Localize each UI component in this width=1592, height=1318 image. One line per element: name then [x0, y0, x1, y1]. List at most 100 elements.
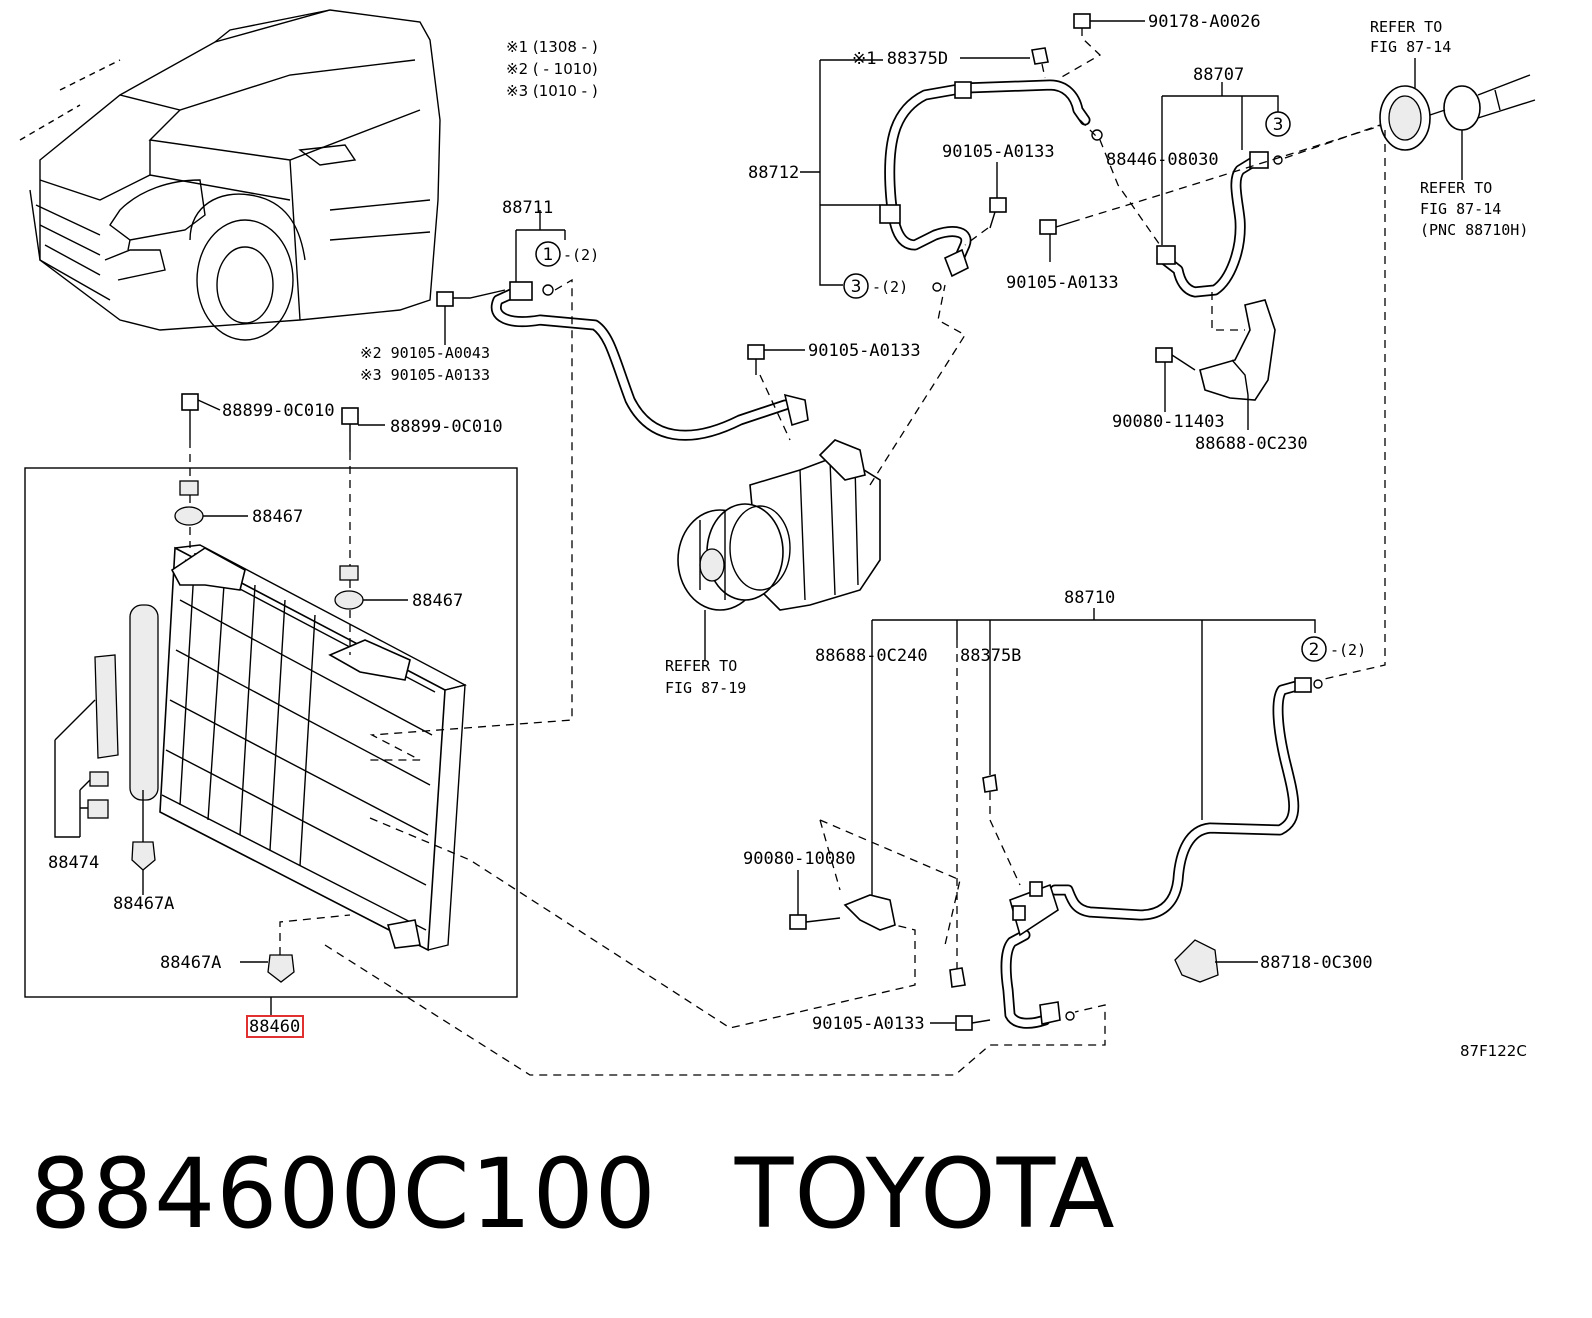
label-88707: 88707: [1193, 65, 1244, 85]
bolt-90080-11403[interactable]: [1155, 347, 1173, 363]
suction-hose-88712: [800, 59, 1103, 292]
label-90105-a0133-x3: ※3 90105-A0133: [360, 366, 490, 384]
label-refer-87-14-a-line1: REFER TO: [1370, 18, 1442, 36]
bolt-90080-10080[interactable]: [789, 914, 807, 930]
circle-3-marker-left: 3: [843, 273, 869, 299]
cushion-upper-left[interactable]: [174, 506, 204, 526]
label-90105-a0133-bottom: 90105-A0133: [812, 1014, 925, 1034]
dash-cushion: [279, 914, 351, 955]
valve-core-88375d[interactable]: [1031, 47, 1049, 65]
note-3: ※3 (1010 - ): [506, 82, 598, 100]
label-88711: 88711: [502, 198, 553, 218]
dash-88711-to-condenser: [369, 278, 573, 761]
receiver-tank[interactable]: [129, 604, 159, 801]
bolt-90178-a0026[interactable]: [1073, 13, 1091, 29]
label-refer-87-19-line1: REFER TO: [665, 657, 737, 675]
label-90178-a0026: 90178-A0026: [1148, 12, 1261, 32]
label-88474: 88474: [48, 853, 99, 873]
plug-upper[interactable]: [89, 771, 109, 787]
circle-1-marker: 1: [535, 241, 561, 267]
label-88467A-right: 88467A: [160, 953, 221, 973]
qty-circle-1: -(2): [563, 246, 599, 264]
evaporator-flange[interactable]: [1379, 74, 1536, 151]
bolt-90105-a0133-compressor[interactable]: [747, 344, 765, 360]
caption-part-number: 884600C100: [30, 1138, 657, 1250]
label-88899-left: 88899-0C010: [222, 401, 335, 421]
cushion-lower-right[interactable]: [267, 954, 295, 983]
fitting-88711: [509, 281, 533, 301]
service-port-upper[interactable]: [1029, 881, 1043, 897]
highlight-box-88460: [246, 1015, 304, 1038]
cushion-upper-right[interactable]: [334, 590, 364, 610]
valve-core-88375b[interactable]: [982, 774, 998, 793]
label-90080-10080: 90080-10080: [743, 849, 856, 869]
upper-bracket-left: [170, 547, 246, 591]
label-88375b: 88375B: [960, 646, 1021, 666]
label-88467A-left: 88467A: [113, 894, 174, 914]
lower-bracket-right: [386, 919, 421, 949]
upper-bracket-right: [328, 639, 411, 681]
bolt-88899-left[interactable]: [181, 393, 199, 411]
dash-condenser-to-88710: [324, 944, 1106, 1076]
label-88712: 88712: [748, 163, 799, 183]
note-2: ※2 ( - 1010): [506, 60, 598, 78]
label-refer-87-14-a-line2: FIG 87-14: [1370, 38, 1451, 56]
label-90105-a0133-top: 90105-A0133: [942, 142, 1055, 162]
label-refer-87-19-line2: FIG 87-19: [665, 679, 746, 697]
label-90080-11403: 90080-11403: [1112, 412, 1225, 432]
bracket-88688-0c240[interactable]: [843, 894, 896, 931]
label-88718-0c300: 88718-0C300: [1260, 953, 1373, 973]
circle-3-left: 3: [851, 277, 862, 297]
fitting-88707-lower: [1156, 245, 1176, 265]
qty-circle-2: -(2): [1330, 641, 1366, 659]
label-88460[interactable]: 88460: [249, 1017, 300, 1037]
truck-illustration: [19, 9, 441, 341]
service-port-lower[interactable]: [1012, 905, 1026, 921]
plug-lower[interactable]: [87, 799, 109, 819]
collar-upper-right[interactable]: [339, 565, 359, 581]
circle-3-marker-right: 3: [1265, 111, 1291, 137]
bolt-88899-right[interactable]: [341, 407, 359, 425]
label-88688-0c240: 88688-0C240: [815, 646, 928, 666]
label-88899-right: 88899-0C010: [390, 417, 503, 437]
label-88375d: ※1 88375D: [852, 49, 948, 69]
collar-upper-left[interactable]: [179, 480, 199, 496]
bolt-90105-a0133-bottom[interactable]: [955, 1015, 973, 1031]
hose-clamp-88712: [879, 204, 901, 224]
notes-block: ※1 (1308 - ) ※2 ( - 1010) ※3 (1010 - ): [506, 38, 598, 100]
label-90105-a0043: ※2 90105-A0043: [360, 344, 490, 362]
label-88446-08030: 88446-08030: [1106, 150, 1219, 170]
clamp-88718-0c300[interactable]: [1174, 939, 1219, 983]
qty-circle-3: -(2): [872, 278, 908, 296]
caption: 884600C100 TOYOTA: [30, 1138, 1116, 1250]
bracket-88688-0c230[interactable]: [1199, 299, 1276, 401]
fitting-88710-lower: [1039, 1001, 1061, 1025]
bolt-90105-a0133-right[interactable]: [1039, 219, 1057, 235]
fitting-88707-upper: [1249, 151, 1269, 169]
label-88710: 88710: [1064, 588, 1115, 608]
label-90105-a0133-compressor: 90105-A0133: [808, 341, 921, 361]
circle-3-right: 3: [1273, 115, 1284, 135]
bolt-90105-a0133-top[interactable]: [989, 197, 1007, 213]
fitting-88710-upper: [1294, 677, 1312, 693]
label-88467-upper: 88467: [252, 507, 303, 527]
clip-88375b-lower: [949, 967, 966, 988]
dash-condenser-to-bracket: [369, 817, 916, 1029]
label-refer-87-14-b-line3: (PNC 88710H): [1420, 221, 1528, 239]
label-refer-87-14-b-line1: REFER TO: [1420, 179, 1492, 197]
bolt-90105-a0043[interactable]: [436, 291, 454, 307]
figure-code: 87F122C: [1460, 1042, 1527, 1060]
discharge-hose-88711: [436, 210, 809, 441]
compressor-fitting: [783, 393, 809, 427]
circle-2-marker: 2: [1301, 636, 1327, 662]
condenser-core[interactable]: [159, 546, 446, 952]
cushion-lower-left[interactable]: [131, 841, 156, 871]
caption-brand: TOYOTA: [734, 1138, 1116, 1250]
desiccant-panel[interactable]: [94, 654, 119, 759]
label-refer-87-14-b-line2: FIG 87-14: [1420, 200, 1501, 218]
label-88688-0c230: 88688-0C230: [1195, 434, 1308, 454]
fitting-88712-bottom: [943, 248, 969, 278]
condenser-group: [24, 393, 518, 1016]
compressor[interactable]: [677, 439, 881, 660]
